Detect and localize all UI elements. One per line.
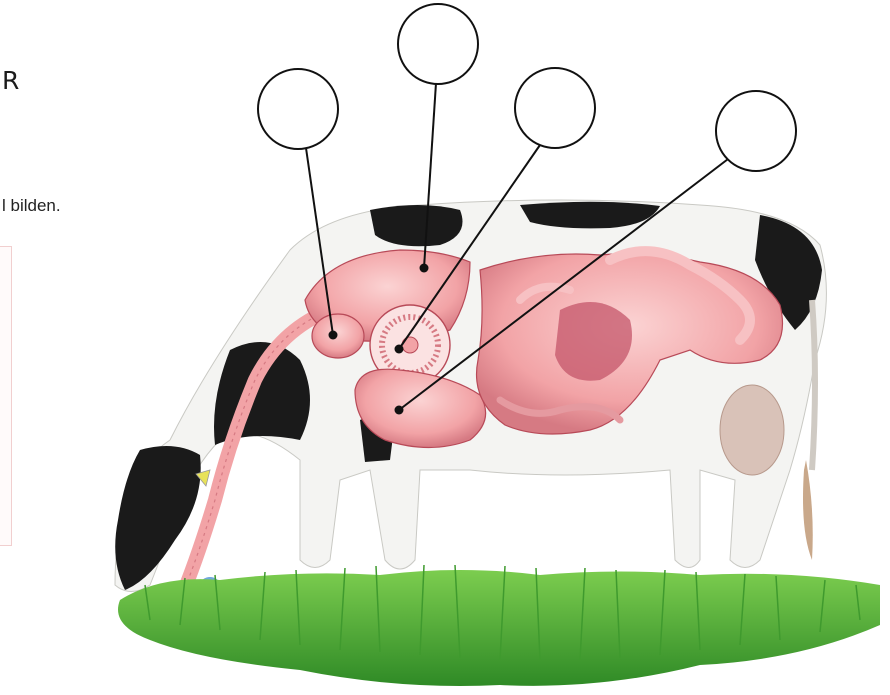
callout-dot-1 <box>329 331 338 340</box>
callout-circle-2[interactable] <box>398 4 478 84</box>
callout-dot-2 <box>420 264 429 273</box>
callout-circle-4[interactable] <box>716 91 796 171</box>
callout-circle-1[interactable] <box>258 69 338 149</box>
callout-circles <box>258 4 796 171</box>
grass <box>118 565 880 686</box>
callout-dot-3 <box>395 345 404 354</box>
callout-dot-4 <box>395 406 404 415</box>
callout-circle-3[interactable] <box>515 68 595 148</box>
